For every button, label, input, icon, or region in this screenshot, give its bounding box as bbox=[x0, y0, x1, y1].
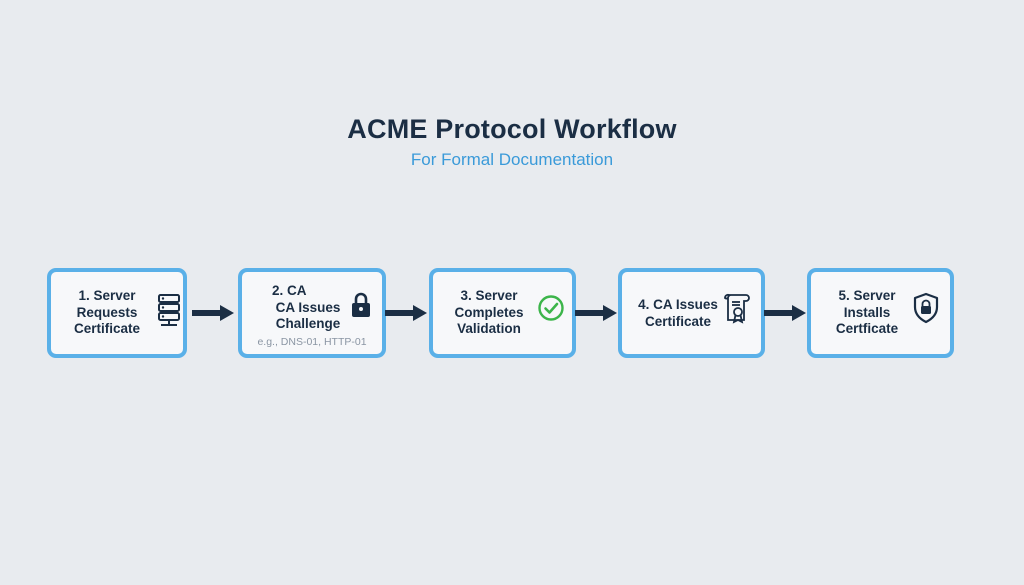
flow-arrow-2 bbox=[385, 305, 427, 321]
step-2-line-3: Challenge bbox=[275, 316, 341, 331]
step-3-box: 3. Server Completes Validation bbox=[429, 268, 576, 358]
step-2-line-2: CA Issues bbox=[275, 299, 341, 315]
step-5-box: 5. Server Installs Certficate bbox=[807, 268, 954, 358]
step-4-text: 4. CA Issues Certificate bbox=[630, 297, 726, 330]
shield-lock-icon bbox=[913, 292, 939, 324]
step-1-line-3: Certificate bbox=[73, 321, 141, 336]
certificate-scroll-icon bbox=[724, 293, 750, 324]
step-3-line-1: 3. Server bbox=[460, 288, 518, 303]
step-5-line-2: Installs bbox=[843, 304, 891, 320]
step-2-line-1: 2. CA bbox=[272, 283, 307, 298]
lock-icon bbox=[352, 292, 370, 317]
step-2-box: 2. CA CA Issues Challenge e.g., DNS-01, … bbox=[238, 268, 386, 358]
step-1-line-1: 1. Server bbox=[78, 288, 136, 303]
step-4-line-2: Certificate bbox=[644, 313, 712, 329]
check-circle-icon bbox=[538, 295, 564, 321]
step-5-text: 5. Server Installs Certficate bbox=[819, 288, 915, 338]
step-5-line-1: 5. Server bbox=[838, 288, 896, 303]
step-1-box: 1. Server Requests Certificate bbox=[47, 268, 187, 358]
step-5-line-3: Certficate bbox=[835, 321, 899, 336]
step-3-line-3: Validation bbox=[457, 321, 521, 336]
flow-arrow-4 bbox=[764, 305, 806, 321]
step-4-line-1: 4. CA Issues bbox=[638, 297, 718, 312]
step-3-line-2: Completes bbox=[454, 304, 524, 320]
diagram-title: ACME Protocol Workflow bbox=[347, 114, 677, 144]
step-2-text: 2. CA CA Issues Challenge bbox=[260, 283, 356, 333]
flow-arrow-3 bbox=[575, 305, 617, 321]
server-icon bbox=[158, 294, 180, 326]
step-3-text: 3. Server Completes Validation bbox=[441, 288, 537, 338]
step-4-box: 4. CA Issues Certificate bbox=[618, 268, 765, 358]
flow-arrow-1 bbox=[192, 305, 234, 321]
step-1-text: 1. Server Requests Certificate bbox=[61, 288, 153, 338]
step-1-line-2: Requests bbox=[76, 304, 138, 320]
diagram-subtitle: For Formal Documentation bbox=[410, 150, 614, 169]
step-2-note: e.g., DNS-01, HTTP-01 bbox=[257, 336, 367, 348]
